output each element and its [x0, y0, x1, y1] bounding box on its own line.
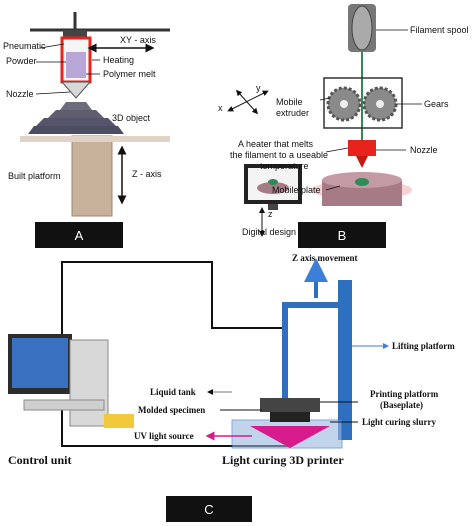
- nozzle-b: [356, 156, 368, 168]
- panel-tag-c: C: [166, 496, 252, 522]
- printing-platform: [260, 398, 320, 412]
- label-printer: Light curing 3D printer: [222, 453, 344, 467]
- object-layer: [48, 110, 104, 118]
- control-wire-top: [61, 261, 282, 340]
- label-z-movement: Z axis movement: [292, 253, 358, 263]
- label-nozzle-b: Nozzle: [410, 145, 438, 155]
- panel-c: Z axis movement Lifting platform Liquid …: [0, 250, 474, 526]
- pc-tower: [69, 339, 109, 427]
- label-polymer-melt: Polymer melt: [103, 69, 156, 79]
- label-heating: Heating: [103, 55, 135, 65]
- pneumatic-head: [63, 30, 87, 38]
- label-mobile-plate: Mobile plate: [272, 185, 321, 195]
- label-axis-x: x: [218, 103, 223, 113]
- object-layer: [60, 102, 92, 110]
- mouse-pad: [104, 414, 134, 428]
- label-axis-z: z: [268, 209, 273, 219]
- label-liquid-tank: Liquid tank: [150, 387, 196, 397]
- label-xy-axis: XY - axis: [120, 35, 156, 45]
- label-lifting-platform: Lifting platform: [392, 341, 455, 351]
- label-gears: Gears: [424, 99, 449, 109]
- panel-a: Pneumatic Powder Heating Polymer melt No…: [0, 0, 230, 250]
- panel-b: Filament spool x y Mobile extruder Gears…: [218, 0, 474, 250]
- label-printing-platform-1: Printing platform: [370, 389, 439, 399]
- label-light-curing-slurry: Light curing slurry: [362, 417, 437, 427]
- nozzle-tip: [60, 81, 92, 99]
- extruder-frame: [323, 77, 403, 129]
- printed-part: [355, 178, 369, 186]
- label-filament-spool: Filament spool: [410, 25, 469, 35]
- molded-specimen: [270, 412, 310, 422]
- label-digital-design: Digital design: [242, 227, 297, 237]
- label-pneumatic: Pneumatic: [3, 41, 46, 51]
- platform-top: [20, 136, 170, 142]
- label-3d-object: 3D object: [112, 113, 151, 123]
- heater-block: [348, 140, 376, 156]
- label-mobile-extruder-1: Mobile: [276, 97, 303, 107]
- polymer-melt: [66, 52, 86, 78]
- uv-beam: [250, 426, 330, 448]
- label-z-axis: Z - axis: [132, 169, 162, 179]
- build-platform: [71, 135, 113, 217]
- label-built-platform: Built platform: [8, 171, 61, 181]
- label-heater-1: A heater that melts: [238, 139, 314, 149]
- label-nozzle-a: Nozzle: [6, 89, 34, 99]
- label-heater-2: the filament to a useable: [230, 150, 329, 160]
- label-axis-y: y: [256, 83, 261, 93]
- fdm-schematic: [20, 12, 170, 217]
- panel-tag-a: A: [35, 222, 123, 248]
- panel-tag-b: B: [298, 222, 386, 248]
- lifting-arm: [282, 302, 342, 308]
- label-powder: Powder: [6, 56, 37, 66]
- object-layer: [28, 126, 124, 134]
- object-layer: [36, 118, 116, 126]
- label-control-unit: Control unit: [8, 453, 72, 467]
- label-heater-3: temperature: [260, 161, 309, 171]
- frame-column: [338, 280, 352, 440]
- sla-schematic: [8, 258, 389, 449]
- keyboard: [23, 399, 105, 411]
- extruder-schematic: [227, 4, 422, 237]
- label-molded-specimen: Molded specimen: [138, 405, 206, 415]
- label-uv-source: UV light source: [134, 431, 194, 441]
- label-printing-platform-2: (Baseplate): [380, 400, 423, 410]
- label-mobile-extruder-2: extruder: [276, 108, 310, 118]
